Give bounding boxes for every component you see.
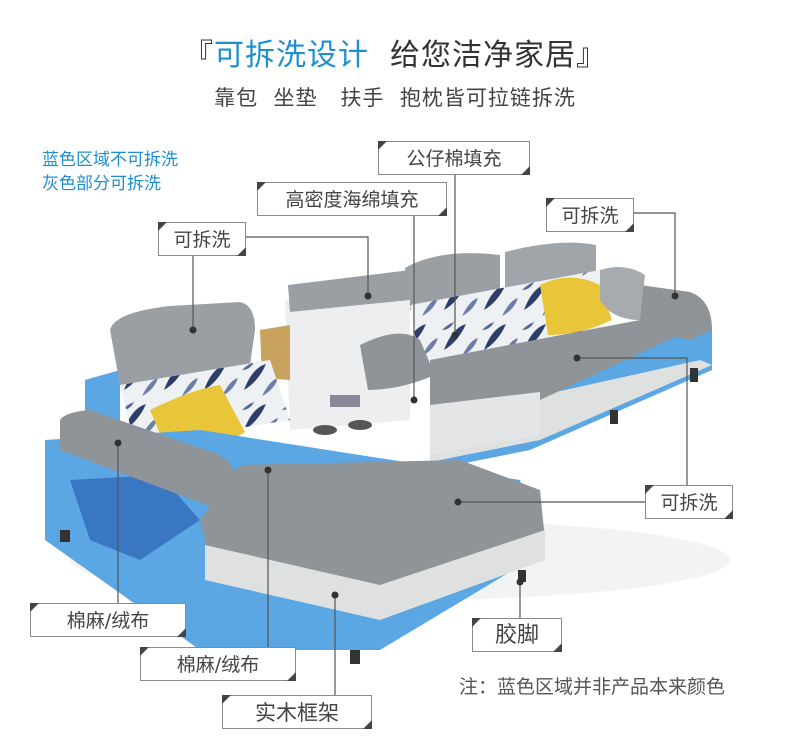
blue-area-note: 蓝色区域不可拆洗 (42, 150, 178, 170)
label-rubber-feet: 胶脚 (472, 618, 562, 652)
label-washable-top-right: 可拆洗 (546, 198, 634, 232)
washable-note: 蓝色区域不可拆洗 灰色部分可拆洗 (42, 148, 178, 196)
label-cotton-fill: 公仔棉填充 (378, 141, 530, 175)
gray-pillow-middle (360, 333, 435, 390)
gray-area-note: 灰色部分可拆洗 (42, 174, 161, 194)
title-rest: 给您洁净家居』 (390, 38, 608, 73)
label-washable-right: 可拆洗 (645, 485, 733, 519)
label-washable-top-left: 可拆洗 (158, 222, 246, 256)
title-prefix: 『 (182, 38, 214, 73)
page-subtitle: 靠包 坐垫 扶手 抱枕皆可拉链拆洗 (214, 86, 576, 110)
right-seat-cushion (430, 320, 690, 415)
console-headrest (288, 270, 415, 312)
gray-pillow-right (600, 266, 645, 320)
label-linen-fabric-2: 棉麻/绒布 (140, 647, 296, 681)
left-headrest (110, 302, 255, 385)
middle-console (285, 288, 410, 430)
label-high-density-sponge: 高密度海绵填充 (257, 182, 447, 216)
label-linen-fabric-1: 棉麻/绒布 (30, 603, 186, 637)
page-title: 『可拆洗设计 给您洁净家居』 (0, 30, 790, 74)
label-solid-wood-frame: 实木框架 (222, 695, 372, 729)
chaise-armrest (60, 410, 240, 508)
yellow-pillow-right (540, 277, 612, 335)
bottom-note: 注：蓝色区域并非产品本来颜色 (459, 676, 726, 698)
title-highlight: 可拆洗设计 (213, 38, 369, 73)
